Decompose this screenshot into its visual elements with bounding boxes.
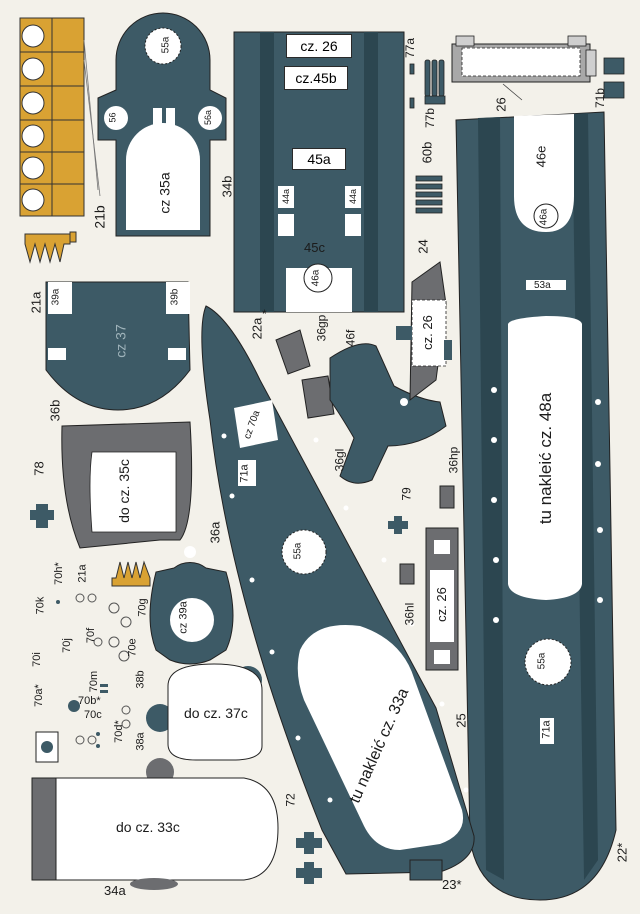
- label-34b: 34b: [219, 175, 235, 198]
- label-70k: 70k: [34, 596, 47, 615]
- part-70-small-circles: [75, 593, 132, 745]
- part-60b-stack: [415, 175, 443, 214]
- label-70h: 70h*: [52, 562, 65, 585]
- label-55a-right: 55a: [536, 652, 548, 670]
- label-55a-top: 55a: [160, 36, 172, 54]
- part-25-box: [425, 527, 459, 671]
- label-36b: 36b: [47, 399, 63, 422]
- label-38b: 38b: [134, 670, 147, 689]
- label-70j: 70j: [60, 638, 73, 653]
- label-78: 78: [31, 461, 47, 476]
- label-tu-48a: tu nakleić cz. 48a: [536, 392, 556, 525]
- part-large-deck-right: [455, 111, 617, 901]
- label-36gl: 36gl: [332, 448, 347, 472]
- label-36a: 36a: [207, 521, 223, 544]
- label-70a: 70a*: [32, 684, 45, 707]
- part-37c-piece: [146, 663, 263, 786]
- part-78-cross: [30, 504, 54, 528]
- label-45c: 45c: [304, 240, 325, 255]
- part-33c-piece: [31, 777, 279, 890]
- label-72: 72: [283, 793, 298, 807]
- label-cz26-mid: cz. 26: [433, 587, 449, 622]
- label-cz39a: cz 39a: [177, 601, 190, 634]
- label-77a: 77a: [403, 37, 418, 59]
- label-71a-right: 71a: [540, 720, 553, 739]
- label-60b: 60b: [419, 141, 435, 164]
- part-26-box: [451, 35, 597, 101]
- label-70c: 70c: [84, 709, 102, 721]
- label-22a-star: *: [262, 307, 267, 321]
- label-79: 79: [399, 487, 414, 501]
- label-46a: 46a: [310, 269, 322, 287]
- label-26: 26: [493, 97, 509, 112]
- label-71b: 71b: [593, 87, 608, 109]
- label-46f: 46f: [343, 329, 358, 347]
- label-77b: 77b: [423, 107, 438, 129]
- label-70m: 70m: [88, 670, 101, 693]
- label-70d: 70d*: [112, 720, 125, 743]
- label-24: 24: [415, 239, 431, 254]
- label-46a-right: 46a: [538, 208, 550, 226]
- part-39a-round: [149, 546, 234, 665]
- part-46f-piece: [329, 343, 447, 484]
- label-55a-hull: 55a: [292, 542, 304, 560]
- label-23: 23*: [442, 877, 462, 892]
- label-cz26-top: cz. 26: [286, 34, 352, 58]
- label-cz26-right: cz. 26: [419, 315, 435, 350]
- label-53a: 53a: [534, 280, 551, 291]
- label-36hp: 36hp: [446, 446, 461, 474]
- label-22: 22*: [614, 842, 630, 863]
- part-21a-comb: [24, 231, 77, 264]
- part-36b-panel: [45, 281, 191, 411]
- label-44a-2: 44a: [348, 188, 359, 205]
- label-71a-hull: 71a: [238, 464, 251, 483]
- label-21a: 21a: [28, 291, 44, 314]
- label-70i: 70i: [30, 652, 43, 667]
- label-70g: 70g: [136, 598, 149, 617]
- label-do-cz35c: do cz. 35c: [115, 459, 132, 523]
- part-diagonal-hull: [201, 305, 475, 881]
- part-45-deck: [233, 31, 405, 313]
- label-do-cz37c: do cz. 37c: [184, 705, 248, 721]
- label-cz45b: cz.45b: [284, 66, 348, 90]
- part-21b-strip: [19, 17, 101, 217]
- label-70f: 70f: [85, 627, 98, 644]
- label-21a-small: 21a: [76, 564, 89, 583]
- part-77-small-pieces: [409, 59, 446, 109]
- part-36g-pieces: [275, 329, 335, 419]
- label-36gp: 36gp: [314, 314, 329, 342]
- part-36hl-piece: [399, 563, 415, 585]
- label-38a: 38a: [134, 732, 147, 751]
- label-56-left: 56: [107, 112, 118, 123]
- part-70-dots: [56, 600, 108, 748]
- label-34a: 34a: [104, 883, 126, 898]
- label-do-cz33c: do cz. 33c: [116, 819, 180, 835]
- label-cz35a: cz 35a: [156, 172, 173, 214]
- label-44a-1: 44a: [281, 188, 292, 205]
- part-34b-panel: [97, 12, 227, 237]
- part-72-crosses: [296, 832, 322, 884]
- part-71b-pieces: [603, 57, 625, 99]
- part-79-cross: [388, 516, 408, 534]
- label-46e: 46e: [533, 145, 549, 168]
- part-24-box: [396, 261, 452, 402]
- label-39b: 39b: [169, 288, 181, 306]
- label-36hl: 36hl: [402, 602, 417, 626]
- part-21a-small-comb: [111, 560, 151, 587]
- label-56a-right: 56a: [203, 109, 214, 126]
- label-25: 25: [453, 713, 469, 728]
- label-cz37: cz 37: [112, 324, 129, 358]
- part-36hp-piece: [439, 485, 455, 509]
- part-36a-grey-panel: [61, 421, 193, 549]
- label-21b: 21b: [91, 205, 108, 229]
- label-70e: 70e: [126, 638, 139, 657]
- label-45a: 45a: [292, 148, 346, 170]
- label-39a: 39a: [50, 288, 62, 306]
- label-70b: 70b*: [78, 695, 101, 707]
